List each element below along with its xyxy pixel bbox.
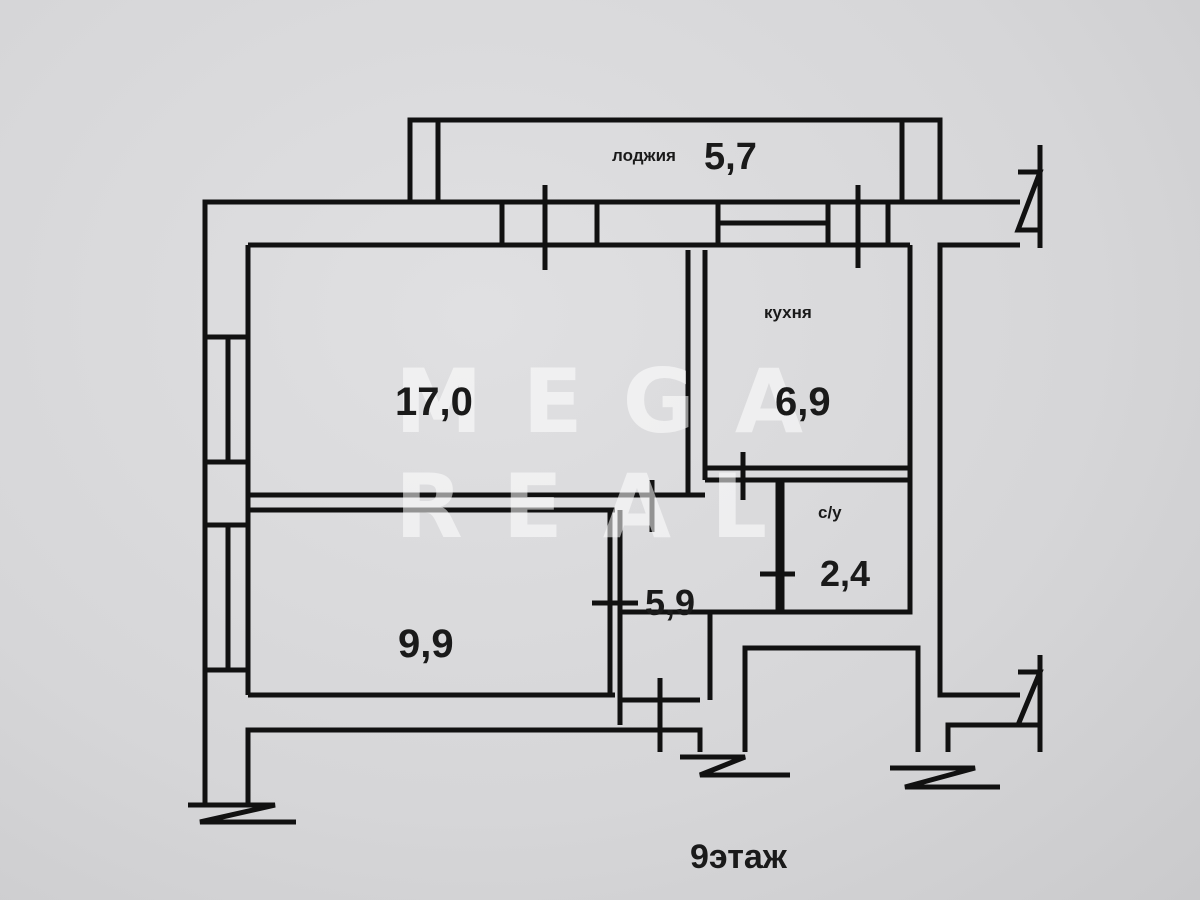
watermark-line2: REAL — [395, 455, 808, 558]
left-windows — [202, 334, 251, 673]
door-marks — [592, 452, 795, 752]
watermark-line1: MEGA — [395, 350, 844, 453]
floor-number: 9этаж — [690, 838, 787, 876]
bathroom-area: 2,4 — [820, 553, 871, 594]
top-windows — [499, 185, 891, 270]
living-room-large-area: 17,0 — [395, 380, 473, 424]
loggia-label: лоджия — [612, 146, 676, 165]
kitchen-area: 6,9 — [775, 380, 831, 424]
bathroom-label: с/у — [818, 503, 842, 522]
living-room-small-area: 9,9 — [398, 622, 454, 666]
break-symbols — [188, 145, 1044, 825]
loggia-area: 5,7 — [704, 136, 757, 178]
kitchen-label: кухня — [764, 303, 812, 322]
hallway-area: 5,9 — [645, 582, 696, 623]
